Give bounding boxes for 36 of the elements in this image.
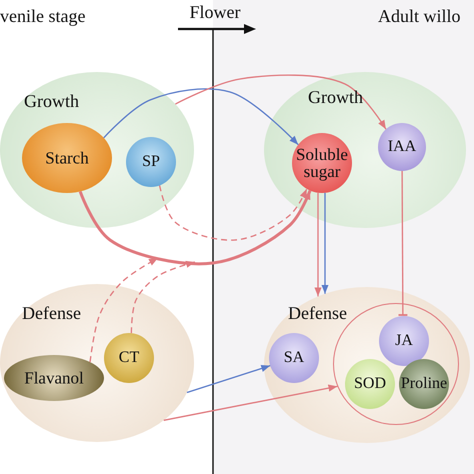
compound-label: SOD <box>352 376 387 392</box>
compound-circle <box>269 333 319 383</box>
compound-circle <box>126 137 176 187</box>
arrow <box>186 365 270 394</box>
compound-circle <box>104 333 154 383</box>
arrow <box>158 185 308 241</box>
arrow <box>78 190 312 266</box>
stage-label: Adult willo <box>378 7 461 25</box>
compound-circle <box>345 359 395 409</box>
compound-circle <box>379 316 429 366</box>
arrow <box>321 192 329 294</box>
compound-label: IAA <box>386 139 418 155</box>
compound-circle <box>399 359 449 409</box>
inhibition-line <box>397 171 408 316</box>
compound-label: Flavanol <box>23 370 85 386</box>
arrow <box>175 74 386 130</box>
arrow <box>164 384 338 421</box>
arrow <box>89 257 158 362</box>
group-label: Defense <box>22 304 81 322</box>
compound-ellipse <box>4 355 104 401</box>
compound-label: JA <box>394 333 414 349</box>
stage-label: Flower <box>190 3 240 21</box>
compound-label: SP <box>141 154 161 170</box>
compound-label: SA <box>282 350 306 366</box>
arrow <box>103 88 299 146</box>
arrow <box>314 192 322 296</box>
group-label: Growth <box>308 88 363 106</box>
compound-label: CT <box>118 350 140 366</box>
compound-label: Soluble sugar <box>295 146 349 180</box>
group-label: Growth <box>24 92 79 110</box>
stage-label: venile stage <box>0 7 86 25</box>
compound-circle <box>378 123 426 171</box>
arrow <box>130 260 196 334</box>
group-label: Defense <box>288 304 347 322</box>
compound-label: Starch <box>44 150 90 166</box>
compound-label: Proline <box>400 376 448 392</box>
